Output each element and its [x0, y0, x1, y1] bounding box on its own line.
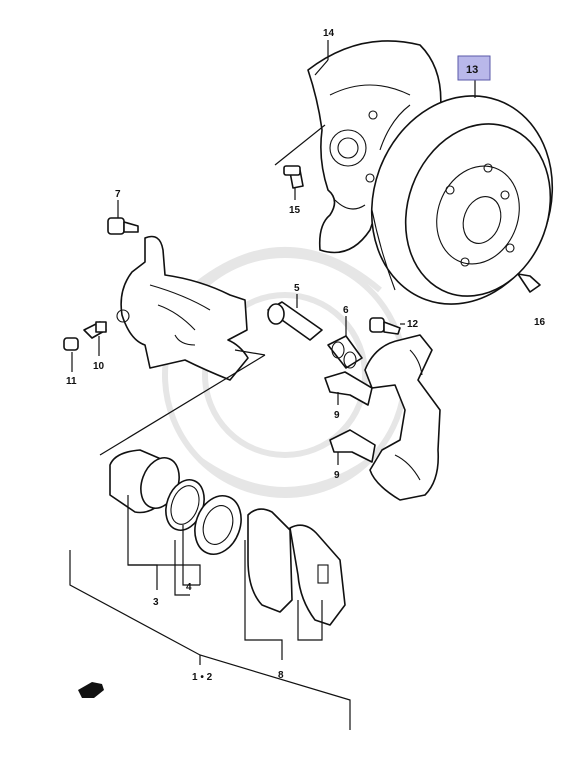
bolt-12: [369, 317, 401, 335]
label-9-lower: 9: [334, 470, 340, 481]
clip-9-upper: [324, 371, 373, 406]
screw-16: [517, 273, 541, 293]
label-14: 14: [323, 28, 335, 39]
bleeder-cap-11: [63, 337, 79, 351]
label-6: 6: [343, 305, 349, 316]
label-5: 5: [294, 283, 300, 294]
label-16: 16: [534, 317, 546, 328]
label-15: 15: [289, 205, 301, 216]
clip-9-lower: [329, 429, 376, 463]
bolt-7: [107, 217, 139, 235]
bleeder-screw-10: [83, 321, 107, 339]
brake-pad-outer: [289, 524, 346, 626]
label-13: 13: [466, 64, 478, 76]
caliper-body: [116, 235, 249, 381]
highlight-box-13: [457, 55, 491, 81]
pin-boot-6: [327, 335, 363, 369]
part-labels: 14 13 15 16 7 5 6 12 11 10 9 9 4 3 8 1 •…: [66, 28, 546, 683]
piston-boot: [194, 495, 242, 555]
caliper-bracket: [364, 334, 441, 501]
brake-disc: [370, 95, 554, 305]
brake-pad-inner: [247, 508, 293, 613]
label-7: 7: [115, 189, 121, 200]
guide-pin-5: [267, 301, 323, 341]
front-arrow-icon: [78, 682, 104, 698]
label-8: 8: [278, 670, 284, 681]
label-9-upper: 9: [334, 410, 340, 421]
leader-lines: [69, 40, 476, 730]
label-3: 3: [153, 597, 159, 608]
label-12: 12: [407, 319, 419, 330]
screw-15: [283, 165, 304, 189]
dust-shield: [307, 40, 442, 254]
label-4: 4: [186, 582, 192, 593]
label-10: 10: [93, 361, 105, 372]
label-1-2: 1 • 2: [192, 672, 213, 683]
label-11: 11: [66, 376, 77, 387]
